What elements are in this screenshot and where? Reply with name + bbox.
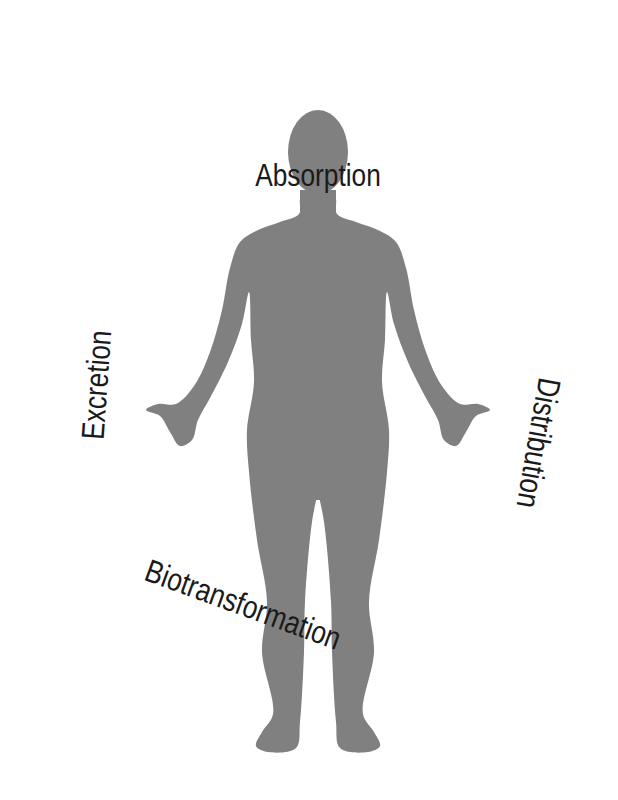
body-right [318, 195, 490, 752]
head [288, 110, 348, 194]
stage-label: Distribution [509, 375, 566, 510]
label-holder: Distribution [509, 375, 566, 510]
arrow-outline [93, 135, 521, 297]
arrow-outline [53, 268, 149, 521]
stage-label: Excretion [75, 329, 118, 441]
human-figure-group [146, 110, 490, 753]
label-holder: Absorption [255, 158, 380, 193]
arrow-outline [397, 230, 583, 626]
label-holder: Biotransformation [141, 553, 346, 656]
body-left [146, 195, 318, 752]
label-holder: Excretion [75, 329, 118, 441]
body-core [300, 190, 336, 500]
stage-label: Absorption [255, 158, 380, 193]
arrow-outline [108, 497, 451, 665]
stage-label: Biotransformation [141, 553, 346, 656]
